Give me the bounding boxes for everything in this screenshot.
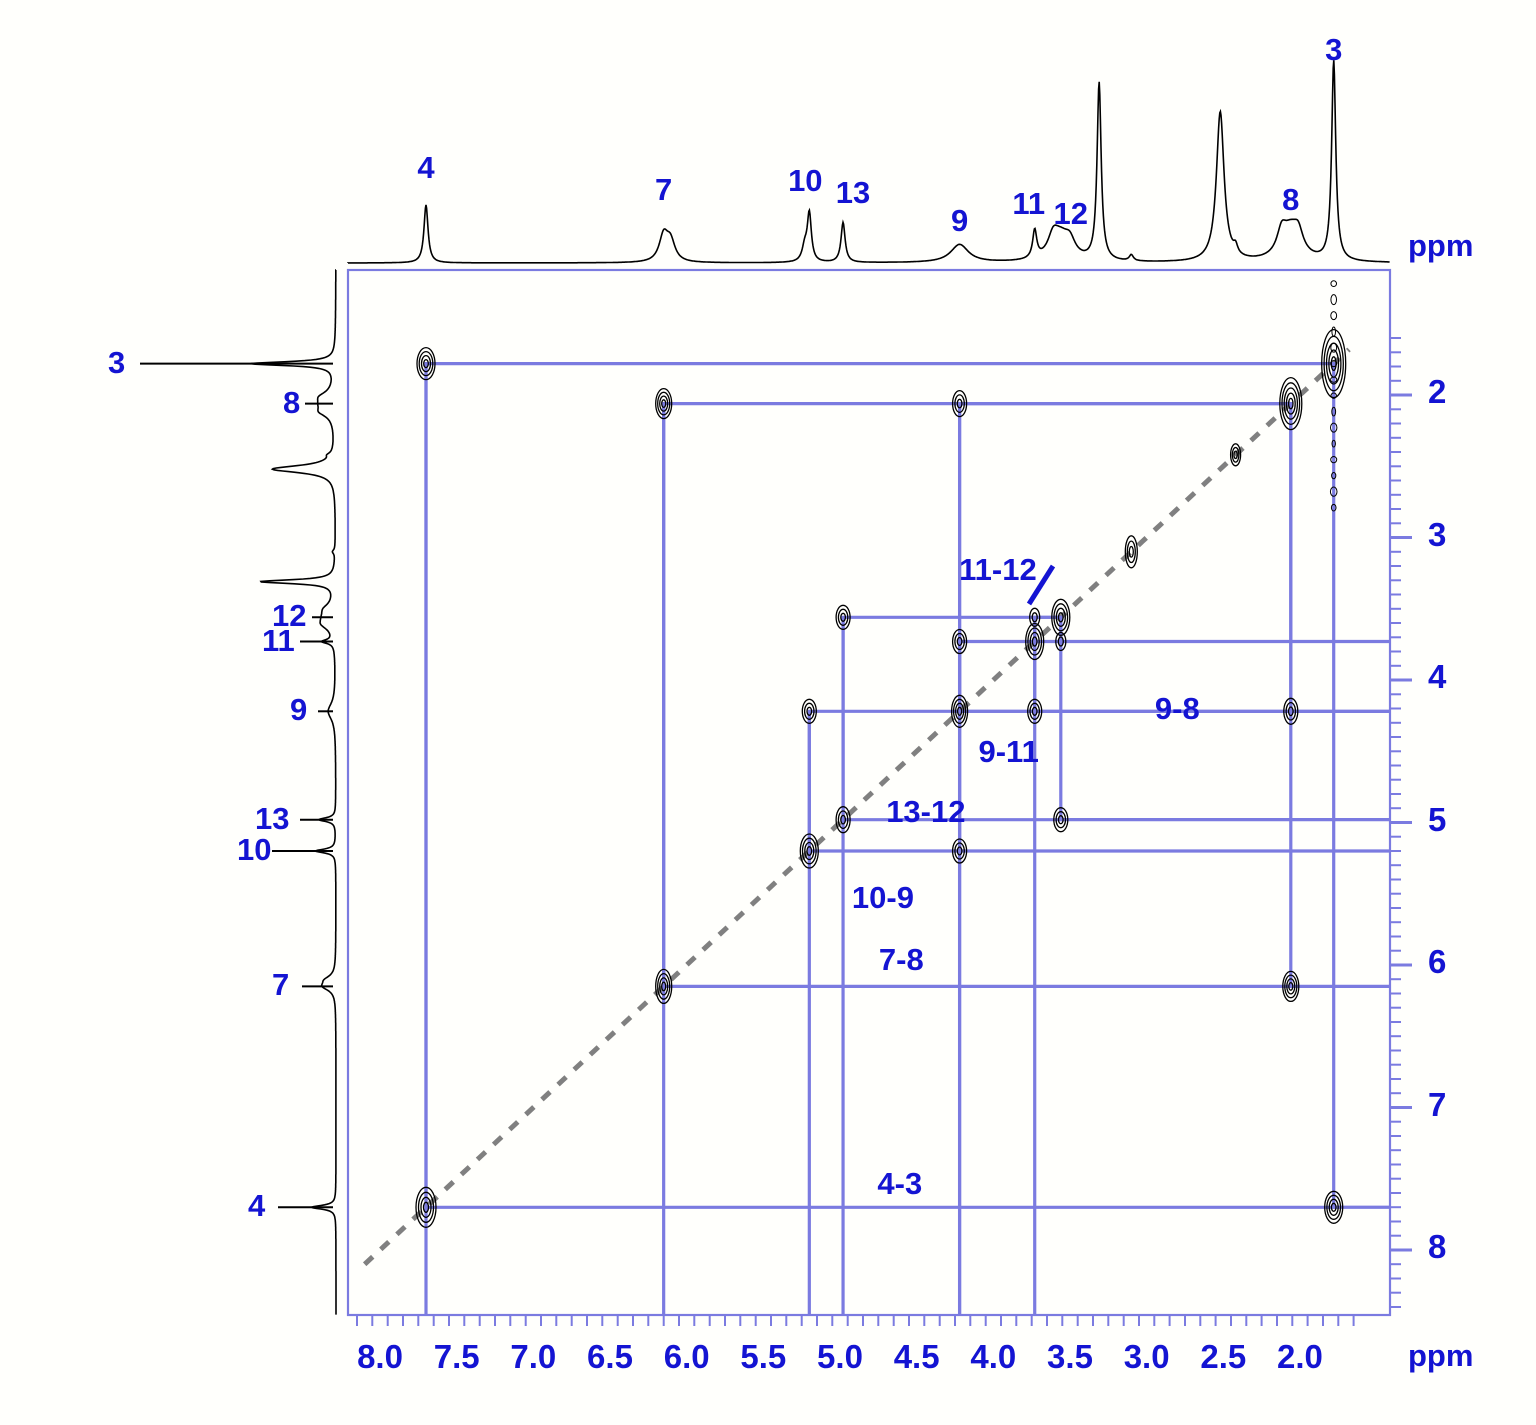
contour-peaks-group [415, 280, 1347, 1228]
top-peak-label-11: 11 [1012, 186, 1046, 221]
diagonal-line [362, 347, 1351, 1267]
top-peak-label-9: 9 [950, 203, 969, 238]
x-axis-tick-label-8.0: 8.0 [357, 1338, 403, 1375]
left-peak-label-12: 12 [272, 598, 307, 634]
y-axis-tick-label-6: 6 [1428, 943, 1447, 980]
cross-peak-9-11 [951, 628, 968, 655]
left-peak-label-4: 4 [248, 1188, 266, 1224]
annotation-13-12: 13-12 [886, 794, 966, 829]
annotation-10-9: 10-9 [851, 879, 914, 915]
top-peak-label-3: 3 [1325, 32, 1343, 67]
annotation-4-3: 4-3 [877, 1165, 923, 1201]
x-axis-tick-label-3.0: 3.0 [1123, 1338, 1170, 1375]
top-peak-label-13: 13 [835, 175, 871, 210]
cross-peak-11-12 [1029, 607, 1041, 627]
cross-peak-8-9 [1283, 697, 1299, 725]
top-peak-label-7: 7 [655, 172, 673, 207]
x-axis-tick-label-6.0: 6.0 [663, 1338, 710, 1375]
y-axis-tick-label-7: 7 [1428, 1085, 1447, 1123]
x-axis-tick-label-4.0: 4.0 [970, 1338, 1017, 1375]
diagonal-peak-7 [655, 968, 673, 1005]
x-axis-tick-label-2.0: 2.0 [1277, 1338, 1323, 1375]
left-peak-label-8: 8 [283, 384, 301, 420]
cross-peak-12-11 [1055, 631, 1067, 652]
y-axis-tick-label-2: 2 [1428, 373, 1447, 410]
left-peak-label-11: 11 [262, 622, 295, 658]
y-axis-unit-label: ppm [1408, 228, 1474, 263]
left-peak-label-3: 3 [108, 344, 126, 380]
x-axis-tick-label-5.0: 5.0 [817, 1338, 863, 1375]
diagonal-peak-unassigned-3.1 [1124, 535, 1138, 569]
diagonal-peak-10 [799, 833, 819, 869]
cross-peak-11-9 [1027, 698, 1043, 724]
x-axis-ticks [356, 1315, 1355, 1326]
cross-peak-3-4 [1324, 1190, 1344, 1224]
diagonal-peak-11 [1025, 622, 1045, 661]
x-axis-tick-label-7.5: 7.5 [433, 1338, 480, 1375]
x-axis-tick-label-7.0: 7.0 [510, 1338, 557, 1375]
cross-peak-13-12 [835, 604, 851, 630]
top-peak-label-8: 8 [1282, 182, 1300, 217]
diagonal-peak-12 [1051, 598, 1071, 636]
annotation-9-11: 9-11 [978, 734, 1039, 770]
y-axis-tick-label-8: 8 [1428, 1228, 1447, 1265]
left-peak-label-13: 13 [255, 800, 290, 836]
left-peak-label-10: 10 [237, 832, 272, 867]
x-axis-unit-label: ppm [1408, 1338, 1474, 1373]
x-axis-tick-label-2.5: 2.5 [1200, 1338, 1247, 1375]
left-label-leaders [140, 362, 333, 1209]
annotation-11-12: 11-12 [959, 551, 1037, 587]
plot-frame [346, 268, 1392, 1317]
annotation-leader-11-12 [1026, 564, 1056, 606]
left-1d-projection-trace [250, 269, 337, 1315]
x-axis-tick-label-5.5: 5.5 [740, 1338, 787, 1375]
annotation-9-8: 9-8 [1154, 691, 1200, 727]
cross-peak-9-8 [951, 389, 968, 418]
left-peak-label-7: 7 [272, 967, 290, 1003]
diagonal-peak-unassigned-2.4 [1229, 443, 1242, 467]
cross-peak-10-9 [801, 698, 817, 724]
diagonal-peak-4 [415, 1186, 437, 1228]
cross-peak-4-3 [416, 346, 436, 381]
annotation-7-8: 7-8 [878, 942, 924, 978]
y-axis-ticks [1390, 337, 1412, 1308]
correlation-lines-group [424, 362, 1390, 1315]
left-peak-label-9: 9 [290, 692, 308, 728]
top-peak-label-10: 10 [788, 163, 823, 198]
diagonal-peak-13 [835, 806, 851, 834]
x-axis-tick-label-4.5: 4.5 [893, 1338, 940, 1375]
diagonal-peak-8 [1279, 376, 1303, 431]
y-axis-tick-label-5: 5 [1428, 800, 1447, 838]
y-axis-tick-label-4: 4 [1428, 658, 1447, 695]
cross-peak-9-10 [951, 838, 968, 864]
cross-peak-8-7 [1282, 970, 1300, 1003]
top-1d-projection-trace [347, 60, 1390, 264]
x-axis-tick-label-3.5: 3.5 [1047, 1338, 1093, 1375]
top-peak-label-12: 12 [1053, 196, 1089, 231]
diagonal-peak-9 [950, 694, 969, 728]
y-axis-tick-label-3: 3 [1428, 515, 1447, 553]
cross-peak-12-13 [1053, 807, 1069, 833]
cross-peak-7-8 [655, 387, 673, 420]
top-peak-label-4: 4 [417, 150, 435, 185]
x-axis-tick-label-6.5: 6.5 [587, 1338, 633, 1375]
